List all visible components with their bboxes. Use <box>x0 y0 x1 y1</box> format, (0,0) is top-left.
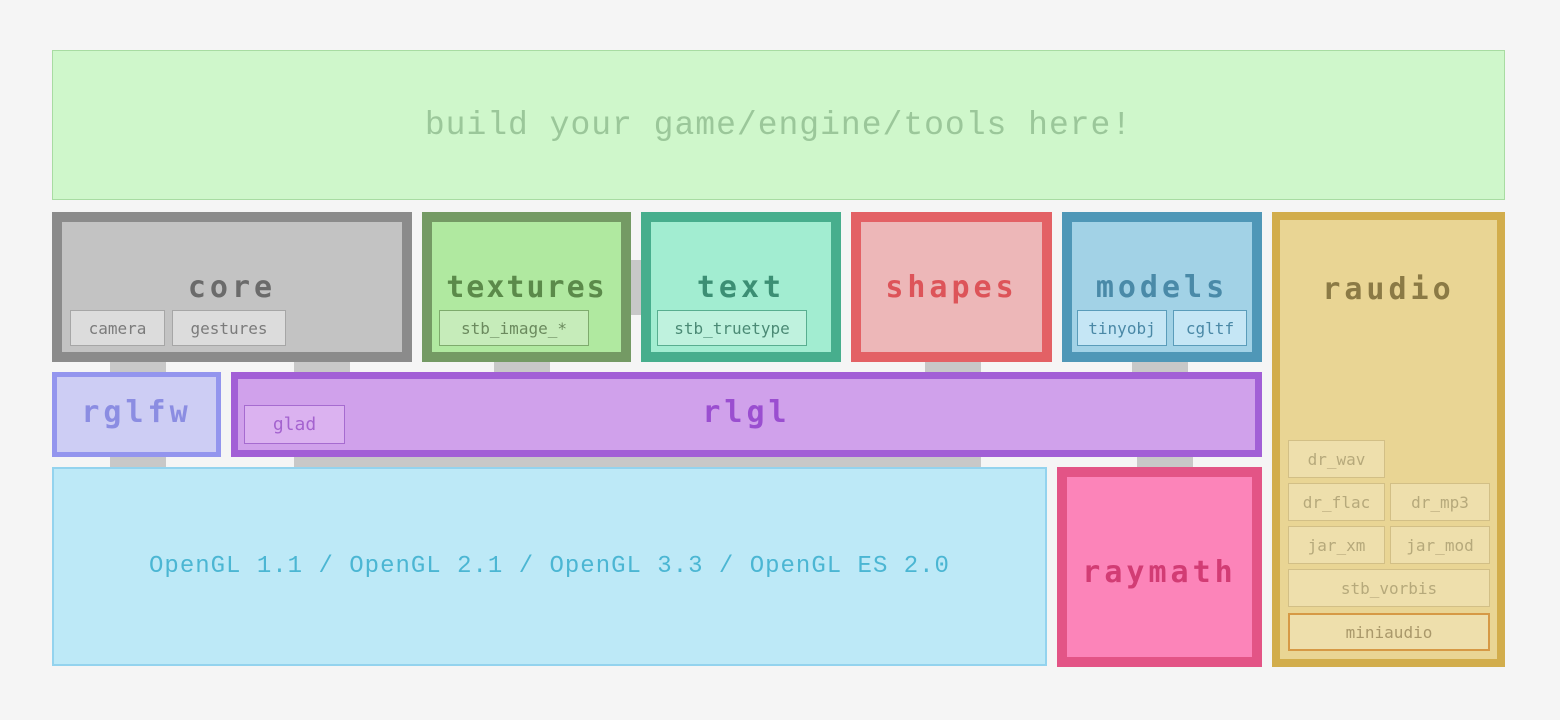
sub-tinyobj: tinyobj <box>1077 310 1167 346</box>
sub-cgltf: cgltf <box>1173 310 1247 346</box>
module-rglfw: rglfw <box>52 372 221 457</box>
connector-textures-text <box>629 260 643 315</box>
module-rglfw-title: rglfw <box>81 395 192 430</box>
module-raudio: raudio dr_wav dr_flac dr_mp3 jar_xm jar_… <box>1272 212 1505 667</box>
module-raudio-title: raudio <box>1322 272 1455 307</box>
opengl-layer: OpenGL 1.1 / OpenGL 2.1 / OpenGL 3.3 / O… <box>52 467 1047 666</box>
sub-stb-image: stb_image_* <box>439 310 589 346</box>
sub-miniaudio: miniaudio <box>1288 613 1490 651</box>
module-models: models tinyobj cgltf <box>1062 212 1262 362</box>
module-text: text stb_truetype <box>641 212 841 362</box>
sub-jar-mod: jar_mod <box>1390 526 1490 564</box>
module-rlgl: rlgl glad <box>231 372 1262 457</box>
connector-rlgl-raymath <box>1137 455 1193 469</box>
module-shapes-title: shapes <box>885 270 1018 305</box>
game-area-label: build your game/engine/tools here! <box>424 106 1133 144</box>
connector-rlgl-opengl <box>294 455 981 469</box>
module-raymath: raymath <box>1057 467 1262 667</box>
sub-glad: glad <box>244 405 345 444</box>
module-raymath-title: raymath <box>1082 555 1237 590</box>
module-rlgl-title: rlgl <box>702 395 791 430</box>
opengl-label: OpenGL 1.1 / OpenGL 2.1 / OpenGL 3.3 / O… <box>149 553 950 580</box>
sub-dr-flac: dr_flac <box>1288 483 1385 521</box>
connector-core-rlgl <box>294 360 350 374</box>
module-textures: textures stb_image_* <box>422 212 631 362</box>
connector-core-rglfw <box>110 360 166 374</box>
module-shapes: shapes <box>851 212 1052 362</box>
connector-models-rlgl <box>1132 360 1188 374</box>
connector-rglfw-opengl <box>110 455 166 469</box>
sub-stb-vorbis: stb_vorbis <box>1288 569 1490 607</box>
connector-textures-rlgl <box>494 360 550 374</box>
module-models-title: models <box>1095 270 1229 305</box>
sub-jar-xm: jar_xm <box>1288 526 1385 564</box>
sub-dr-mp3: dr_mp3 <box>1390 483 1490 521</box>
connector-shapes-rlgl <box>925 360 981 374</box>
sub-camera: camera <box>70 310 165 346</box>
sub-gestures: gestures <box>172 310 286 346</box>
module-core-title: core <box>187 270 277 305</box>
sub-dr-wav: dr_wav <box>1288 440 1385 478</box>
game-area: build your game/engine/tools here! <box>52 50 1505 200</box>
module-textures-title: textures <box>446 270 607 305</box>
module-core: core camera gestures <box>52 212 412 362</box>
sub-stb-truetype: stb_truetype <box>657 310 807 346</box>
module-text-title: text <box>696 270 786 305</box>
